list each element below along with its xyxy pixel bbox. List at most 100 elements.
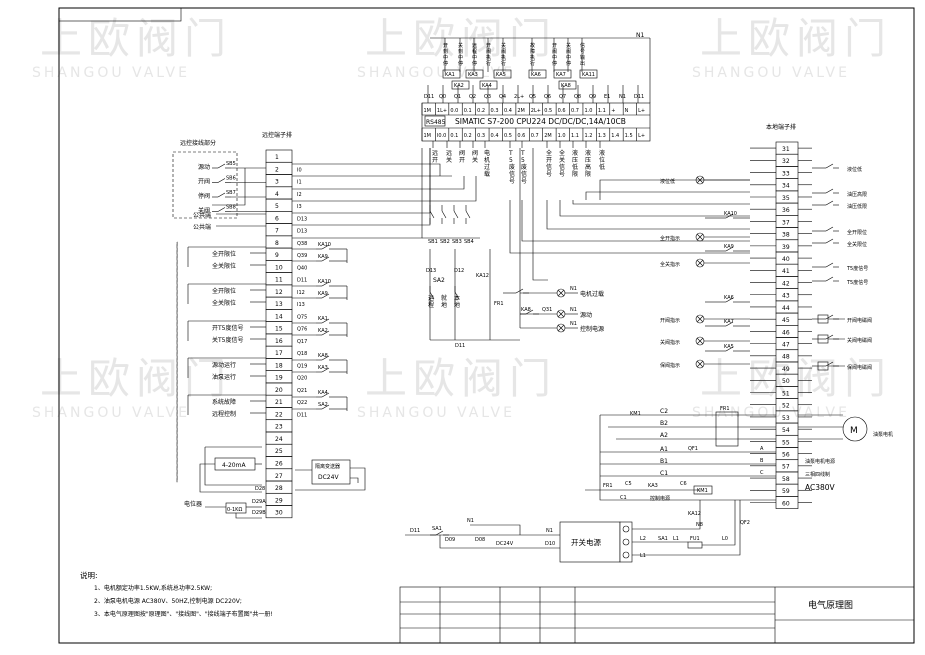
remote-wire-code: Q38 <box>297 241 307 247</box>
notes-line-1: 1、电机额定功率1.5KW,系统总功率2.5KW; <box>94 584 212 592</box>
relay-contact <box>316 281 335 287</box>
remote-terminal-cell <box>265 505 293 519</box>
indicator-lamp <box>556 323 566 333</box>
char: 本 <box>454 294 460 302</box>
remote-relay-label: KA3 <box>318 365 328 371</box>
local-device-label: 油压低限 <box>847 203 867 210</box>
code-label: N1 <box>570 321 577 327</box>
input-return-wire <box>585 191 750 200</box>
local-terminal-number: 40 <box>782 256 790 263</box>
input-function-label: 远开 <box>432 149 438 164</box>
contact-blade <box>825 314 834 320</box>
local-terminal-number: 41 <box>782 268 790 275</box>
local-terminal-number: 57 <box>782 464 790 471</box>
char: 位 <box>599 156 605 164</box>
plc-feed-wire <box>292 163 441 176</box>
code-label: D13 <box>426 268 436 274</box>
plc-in-terminal: 0.7 <box>531 133 539 139</box>
remote-terminal-number: 1 <box>275 154 279 161</box>
input-return-wire <box>572 200 750 205</box>
local-relay-contact <box>720 321 739 327</box>
remote-relay-label: SA2 <box>318 402 328 408</box>
plc-in-terminal: 1.5 <box>625 133 633 139</box>
pump-motor <box>842 416 868 442</box>
signal-label: 源动运行 <box>212 361 236 369</box>
notes-title: 说明: <box>80 570 98 580</box>
local-indicator-label: 保阀指示 <box>660 362 680 369</box>
relay-coil <box>465 69 484 79</box>
char: 信 <box>580 42 585 49</box>
remote-wire-code: Q17 <box>297 339 307 345</box>
char: 全 <box>546 149 552 157</box>
button-label: 关阀 <box>198 207 210 215</box>
remote-relay-label: KA8 <box>318 353 328 359</box>
local-indicator-label: 关阀指示 <box>660 339 680 346</box>
code-label: KA8 <box>521 307 531 313</box>
notes-line-3: 3、本电气原理图按"原理图"、"接线图"、"接线端子布置图"共一册! <box>94 610 273 618</box>
remote-terminal-number: 12 <box>275 289 283 296</box>
relay-coil <box>442 69 461 79</box>
local-terminal-number: 35 <box>782 195 790 202</box>
plc-feed-wire <box>292 148 431 226</box>
contact-blade <box>321 392 330 398</box>
remote-wire-code: I12 <box>297 290 305 296</box>
pot-label: 电位器 <box>184 500 202 508</box>
char: 行 <box>530 60 535 67</box>
char: 关 <box>566 42 571 49</box>
code-label: D11 <box>455 343 465 349</box>
mode-label: 就地 <box>441 294 447 309</box>
pushbutton-contact <box>212 192 231 198</box>
remote-wire-code: Q22 <box>297 400 307 406</box>
qf1-label: QF1 <box>688 446 698 452</box>
signal-label: 全关限位 <box>212 262 236 270</box>
plc-out-terminal: 2L+ <box>531 108 541 114</box>
contact-blade <box>429 291 435 300</box>
local-terminal-number: 44 <box>782 305 790 312</box>
indicator-lamp <box>556 288 566 298</box>
local-relay-label: KA6 <box>724 295 734 301</box>
button-label: 开阀 <box>198 178 210 186</box>
isolator-voltage: DC24V <box>318 474 339 481</box>
signal-label: 全开限位 <box>212 250 236 258</box>
selector-label: SB4 <box>464 239 474 245</box>
char: 信 <box>559 163 565 171</box>
char: 停 <box>443 60 448 67</box>
char: 阀 <box>459 149 465 157</box>
remote-terminal-cell <box>265 161 293 175</box>
notes-line-2: 2、油泵电机电源 AC380V、50HZ,控制电源 DC220V; <box>94 597 242 605</box>
code-label: FR1 <box>494 301 504 307</box>
local-device-label: T5度信号 <box>846 265 868 272</box>
lamp-cross <box>696 360 704 368</box>
local-terminal-number: 52 <box>782 403 790 410</box>
plc-in-terminal: 1.2 <box>584 133 592 139</box>
indicator-lamp <box>556 309 566 319</box>
sa2-contact <box>454 286 460 305</box>
char: 信 <box>546 163 552 171</box>
sa1-contact <box>430 530 449 536</box>
local-terminal-number: 34 <box>782 183 790 190</box>
char: 阀 <box>486 48 491 55</box>
char: 停 <box>566 60 571 67</box>
plc-out-terminal: 0.7 <box>571 108 579 114</box>
plc-out-terminal: 1.0 <box>584 108 592 114</box>
motor-note-3: AC380V <box>805 483 836 492</box>
plc-in-terminal: 0.6 <box>517 133 525 139</box>
char: 开 <box>443 43 448 49</box>
contact-blade <box>825 334 834 340</box>
remote-terminal-number: 27 <box>275 473 283 480</box>
code-label: N1 <box>546 528 553 534</box>
code-label: D12 <box>454 268 464 274</box>
char: 停 <box>472 60 477 67</box>
local-terminal-number: 48 <box>782 354 790 361</box>
relay-label: KA1 <box>445 72 455 78</box>
code-label: D09 <box>445 537 455 543</box>
plc-q-label: D11 <box>424 94 434 100</box>
char: 停 <box>552 60 557 67</box>
code-label: Q31 <box>542 307 552 313</box>
corner-box <box>58 7 182 22</box>
